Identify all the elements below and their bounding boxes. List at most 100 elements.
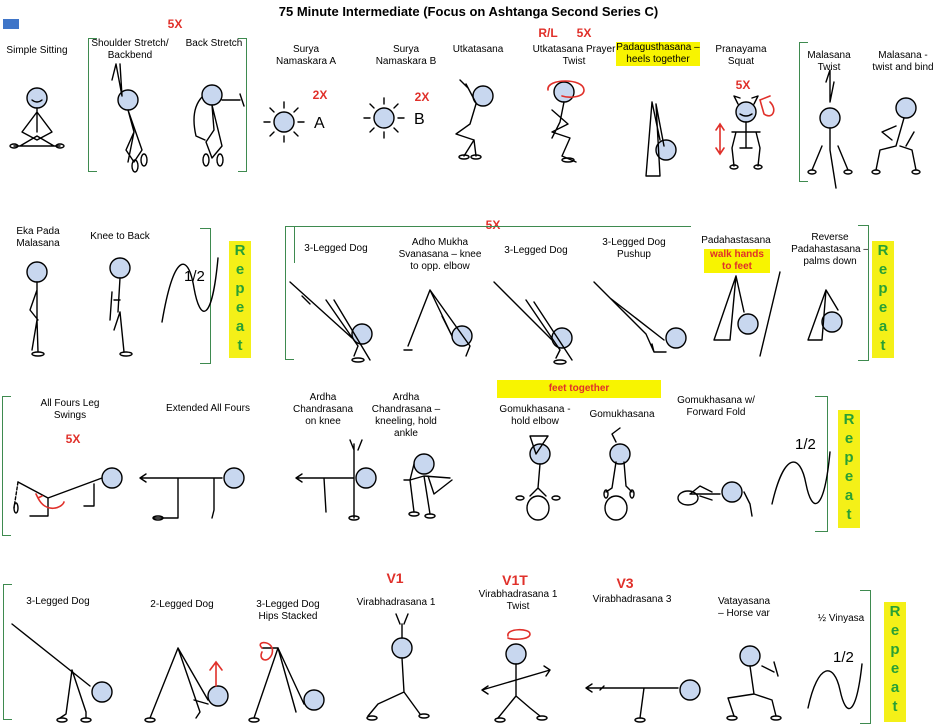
repeat-letter: p [890,641,900,658]
bracket-left-row3 [2,396,11,536]
label-gomukh: Gomukhasana [589,409,655,420]
figure-vatayasana [726,645,782,721]
label-simple-sitting: Simple Sitting [6,45,68,56]
figure-pranayama-squat [729,95,763,170]
label-virabhadrasana1-twist: Virabhadrasana 1 Twist [478,589,558,612]
repeat-letter: e [878,299,888,316]
figure-ardha-kneeling [403,453,453,519]
letter-b: B [414,111,425,128]
curve-half-row4 [807,663,863,710]
figure-gomukh [603,427,635,521]
repeat-letter: p [844,449,854,466]
figure-utkatasana-twist [551,81,577,163]
curve-half-row2 [161,257,219,323]
count-surya-a: 2X [312,88,328,102]
figure-virabhadrasana1 [366,613,430,721]
figure-gomukh-elbow [515,435,561,521]
v1t-twist-icon [507,628,531,640]
repeat-letter: p [235,280,245,297]
bracket-right-row2b [858,225,869,361]
twist-count: 5X [576,26,592,40]
repeat-letter: t [892,698,898,715]
v3-code: V3 [616,575,634,591]
label-surya-b: Surya Namaskara B [375,44,437,67]
figure-virabhadrasana1-twist [481,643,551,723]
bracket-left-row1 [88,38,97,172]
up-arrow-icon [209,660,223,687]
label-virabhadrasana1: Virabhadrasana 1 [356,597,436,608]
repeat-letter: a [235,318,245,335]
figure-surya-a-sun [263,101,305,143]
label-3-legged-dog-r2: 3-Legged Dog [304,243,368,254]
label-shoulder-stretch: Shoulder Stretch/ Backbend [91,38,169,61]
letter-a: A [314,115,325,132]
figure-virabhadrasana3 [585,679,701,723]
figure-hips-stacked [248,647,325,723]
repeat-letter: e [844,468,854,485]
label-pranayama-squat: Pranayama Squat [715,44,767,67]
pranayama-count: 5X [735,78,751,92]
label-ardha-knee: Ardha Chandrasana on knee [292,392,354,427]
figure-surya-b-sun [363,97,405,139]
label-surya-a: Surya Namaskara A [275,44,337,67]
repeat-letter: t [880,337,886,354]
all-fours-count: 5X [65,432,81,446]
count-surya-b: 2X [414,90,430,104]
repeat-letter: t [846,506,852,523]
label-gomukh-elbow: Gomukhasana -hold elbow [499,404,571,427]
half-row2: 1/2 [184,268,205,285]
label-reverse-pada: Reverse Padahastasana – palms down [791,232,869,267]
repeat-letter: e [878,261,888,278]
figure-simple-sitting [9,87,65,149]
repeat-letter: R [889,603,901,620]
count-5x-row2: 5X [485,218,501,232]
twist-side: R/L [538,26,558,40]
bracket-left-row2 [285,226,294,360]
count-5x-row1: 5X [167,17,183,31]
label-eka-pada: Eka Pada Malasana [16,226,60,249]
figure-knee-to-back [109,257,133,357]
label-adho-mukha: Adho Mukha Svanasana – knee to opp. elbo… [398,237,482,272]
repeat-letter: t [237,337,243,354]
repeat-letter: e [235,299,245,316]
repeat-letter: R [877,242,889,259]
label-malasana-twist: Malasana Twist [807,50,851,73]
figure-shoulder-stretch [111,63,148,173]
repeat-letter: a [878,318,888,335]
pranayama-up-down-arrow-icon [715,122,725,156]
figure-malasana-twist [807,69,853,189]
figure-eka-pada [26,261,48,357]
label-knee-to-back: Knee to Back [90,231,150,242]
bracket-right-row4 [860,590,871,724]
label-all-fours: All Fours Leg Swings [40,398,100,421]
label-half-vinyasa: ½ Vinyasa [817,613,865,624]
label-padagusthasana: Padagusthasana – heels together [616,42,700,66]
repeat-letter: e [890,622,900,639]
walk-hands-note: walk hands to feet [704,249,770,273]
figure-all-fours [13,467,123,517]
bracket-top-row2 [294,226,691,263]
bracket-right-row1 [238,38,247,172]
label-malasana-bind: Malasana - twist and bind [872,50,934,73]
label-utkatasana: Utkatasana [452,44,504,55]
figure-gomukh-fold [677,481,753,517]
v1-code: V1 [386,570,404,586]
hip-rotation-icon [259,641,274,661]
figure-reverse-pada [807,289,843,341]
repeat-letter: e [890,660,900,677]
pranayama-curve-icon [759,95,775,117]
curve-half-row3 [771,451,831,505]
page-title: 75 Minute Intermediate (Focus on Ashtang… [278,4,659,19]
figure-malasana-bind [871,97,921,175]
bracket-left-row4 [3,584,12,720]
figure-two-legged-dog [144,647,229,723]
label-virabhadrasana3: Virabhadrasana 3 [592,594,672,605]
bracket-right-row2a [200,228,211,364]
corner-marker [3,19,19,29]
